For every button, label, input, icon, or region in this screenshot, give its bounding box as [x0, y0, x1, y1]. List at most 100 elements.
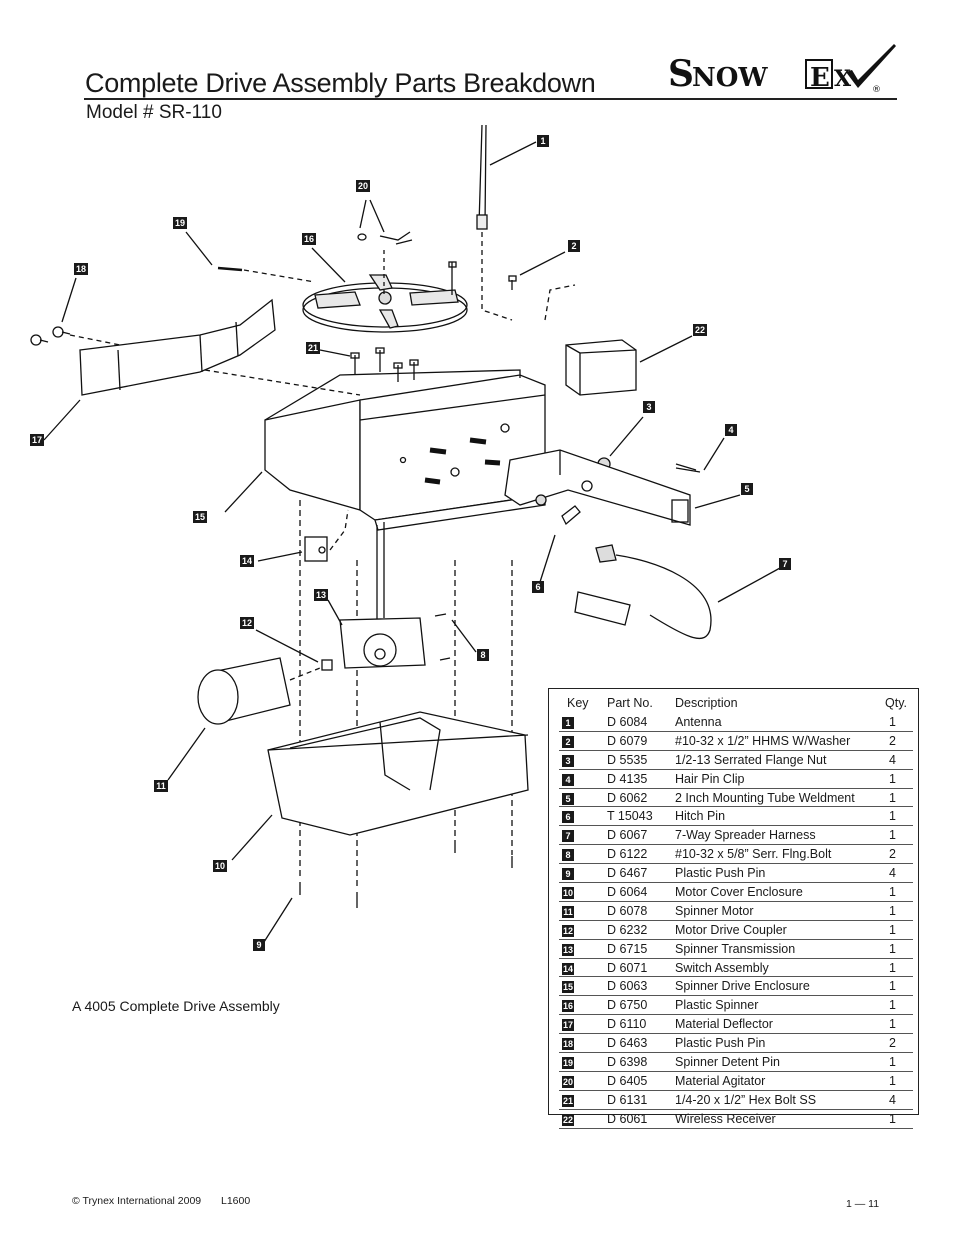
key-badge: 15 — [562, 981, 574, 994]
key-badge: 20 — [562, 1075, 574, 1088]
key-badge: 4 — [562, 773, 574, 786]
row-qty: 4 — [880, 750, 913, 770]
callout-12: 12 — [240, 617, 254, 629]
row-part-number: D 6110 — [607, 1014, 675, 1035]
doc-code: L1600 — [221, 1195, 251, 1207]
row-key: 20 — [559, 1071, 607, 1091]
row-key: 15 — [559, 976, 607, 997]
row-qty: 1 — [880, 1071, 913, 1091]
key-badge: 14 — [562, 962, 574, 975]
page-title: Complete Drive Assembly Parts Breakdown — [85, 68, 596, 98]
header-description: Description — [675, 696, 738, 710]
row-key: 21 — [559, 1090, 607, 1110]
row-key: 6 — [559, 806, 607, 827]
row-part-number: D 6063 — [607, 976, 675, 997]
row-part-number: D 6122 — [607, 844, 675, 865]
callout-22: 22 — [693, 324, 707, 336]
callout-17: 17 — [30, 434, 44, 446]
row-key: 7 — [559, 825, 607, 846]
row-part-number: D 6398 — [607, 1052, 675, 1072]
row-description: Material Agitator — [675, 1071, 880, 1091]
callout-16: 16 — [302, 233, 316, 245]
row-part-number: D 6061 — [607, 1109, 675, 1129]
row-key: 17 — [559, 1014, 607, 1035]
row-part-number: D 6463 — [607, 1033, 675, 1054]
callout-5: 5 — [741, 483, 753, 495]
table-header-row: Key Part No. Description Qty. — [559, 695, 913, 713]
row-qty: 1 — [880, 769, 913, 789]
row-key: 8 — [559, 844, 607, 865]
row-description: Spinner Detent Pin — [675, 1052, 880, 1072]
row-key: 3 — [559, 750, 607, 770]
row-key: 12 — [559, 920, 607, 940]
key-badge: 17 — [562, 1019, 574, 1032]
row-part-number: D 6467 — [607, 863, 675, 884]
callout-2: 2 — [568, 240, 580, 252]
row-qty: 2 — [880, 844, 913, 865]
row-key: 1 — [559, 713, 607, 732]
row-description: Switch Assembly — [675, 958, 880, 978]
row-description: 7-Way Spreader Harness — [675, 825, 880, 846]
svg-text:®: ® — [872, 85, 881, 95]
key-badge: 8 — [562, 849, 574, 862]
row-part-number: D 6232 — [607, 920, 675, 940]
row-description: 1/4-20 x 1/2” Hex Bolt SS — [675, 1090, 880, 1110]
row-part-number: D 6079 — [607, 731, 675, 751]
key-badge: 22 — [562, 1113, 574, 1126]
callout-21: 21 — [306, 342, 320, 354]
row-part-number: D 6062 — [607, 788, 675, 808]
row-description: Material Deflector — [675, 1014, 880, 1035]
row-part-number: D 6715 — [607, 939, 675, 959]
key-badge: 12 — [562, 924, 574, 937]
key-badge: 2 — [562, 735, 574, 748]
row-description: Plastic Push Pin — [675, 863, 880, 884]
row-description: Motor Cover Enclosure — [675, 882, 880, 902]
row-qty: 1 — [880, 976, 913, 997]
snowex-logo: S NOW E X ® — [668, 42, 898, 102]
logo-checkmark-icon: S NOW E X ® — [668, 44, 896, 95]
callout-18: 18 — [74, 263, 88, 275]
model-subtitle: Model # SR-110 — [86, 102, 222, 123]
row-key: 5 — [559, 788, 607, 808]
key-badge: 13 — [562, 943, 574, 956]
row-description: #10-32 x 1/2” HHMS W/Washer — [675, 731, 880, 751]
row-description: 2 Inch Mounting Tube Weldment — [675, 788, 880, 808]
row-qty: 1 — [880, 995, 913, 1016]
callout-6: 6 — [532, 581, 544, 593]
key-badge: 3 — [562, 754, 574, 767]
row-key: 4 — [559, 769, 607, 789]
callout-4: 4 — [725, 424, 737, 436]
row-description: Hair Pin Clip — [675, 769, 880, 789]
header-qty: Qty. — [885, 696, 907, 710]
row-part-number: D 6071 — [607, 958, 675, 978]
footer-copyright: © Trynex International 2009 L1600 — [72, 1195, 250, 1207]
row-description: Plastic Spinner — [675, 995, 880, 1016]
key-badge: 10 — [562, 886, 574, 899]
callout-8: 8 — [477, 649, 489, 661]
row-key: 19 — [559, 1052, 607, 1072]
key-badge: 21 — [562, 1094, 574, 1107]
row-qty: 1 — [880, 1052, 913, 1072]
copyright-text: © Trynex International 2009 — [72, 1195, 202, 1207]
key-badge: 1 — [562, 716, 574, 729]
row-qty: 1 — [880, 920, 913, 940]
svg-text:S: S — [668, 53, 694, 95]
row-description: Hitch Pin — [675, 806, 880, 827]
key-badge: 19 — [562, 1056, 574, 1069]
row-key: 18 — [559, 1033, 607, 1054]
